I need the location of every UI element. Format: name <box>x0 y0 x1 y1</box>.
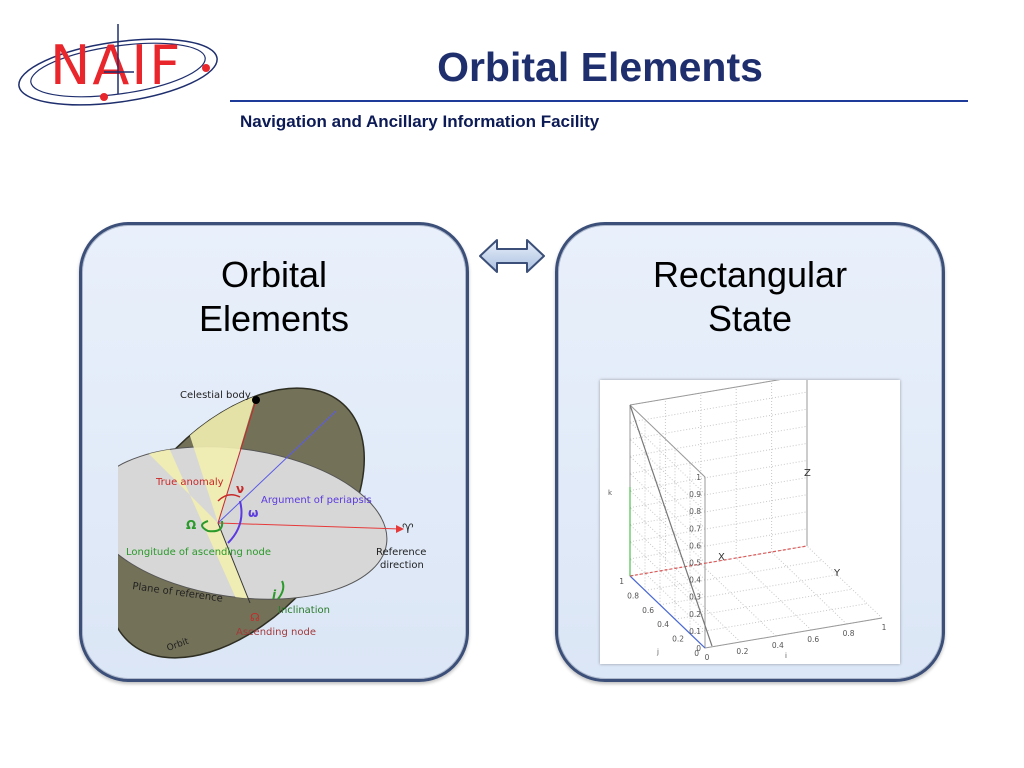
header-rule <box>230 100 968 102</box>
x-tick-label: 0.2 <box>672 635 684 644</box>
y-tick-label: 0.8 <box>843 629 855 638</box>
label-argument-periapsis: Argument of periapsis <box>261 495 372 506</box>
label-omega-big: Ω <box>186 518 196 532</box>
label-reference-2: direction <box>380 560 424 571</box>
grid-line <box>700 563 777 637</box>
grid-line <box>629 541 706 615</box>
grid-line <box>644 559 823 591</box>
grid-line <box>771 551 847 625</box>
z-tick-label: 0.7 <box>689 524 701 533</box>
x-tick-label: 0 <box>694 649 699 658</box>
y-tick-label: 0.6 <box>807 635 819 644</box>
grid-line <box>735 557 812 631</box>
reference-plane <box>118 446 388 600</box>
axis-edge <box>629 404 706 478</box>
z-axis-label: k <box>608 489 613 497</box>
page-title: Orbital Elements <box>437 44 763 90</box>
z-tick-label: 1 <box>696 473 701 482</box>
logo-text: NAIF <box>50 34 182 97</box>
label-inclination-symbol: i <box>272 588 277 602</box>
label-celestial-body: Celestial body <box>180 390 251 401</box>
z-tick-label: 0.5 <box>689 559 701 568</box>
grid-line <box>629 507 706 580</box>
z-tick-label: 0.4 <box>689 576 701 585</box>
grid-line <box>629 558 706 632</box>
label-omega-small: ω <box>248 506 258 520</box>
state-vector-line <box>629 404 713 647</box>
z-tick-label: 0.9 <box>689 490 701 499</box>
orbital-elements-heading: Orbital Elements <box>82 253 466 341</box>
label-ascending-node-symbol: ☊ <box>250 611 260 624</box>
label-aries: ♈ <box>402 522 414 537</box>
double-arrow-icon <box>479 239 545 273</box>
z-tick-label: 0.3 <box>689 593 701 602</box>
label-longitude-ascending-node: Longitude of ascending node <box>126 547 271 558</box>
label-x: X <box>718 552 725 563</box>
rectangular-state-heading: Rectangular State <box>558 253 942 341</box>
grid-line <box>629 473 706 546</box>
page-subtitle: Navigation and Ancillary Information Fac… <box>240 112 600 131</box>
z-tick-label: 0.1 <box>689 627 701 636</box>
x-tick-label: 0.6 <box>642 606 654 615</box>
label-true-anomaly: True anomaly <box>155 477 224 488</box>
y-axis-label: i <box>785 652 787 660</box>
axis-edge <box>629 380 781 406</box>
label-reference-1: Reference <box>376 547 426 558</box>
y-tick-label: 1 <box>882 623 887 632</box>
label-nu: ν <box>236 482 244 496</box>
z-tick-label: 0.2 <box>689 610 701 619</box>
label-y: Y <box>833 568 841 579</box>
grid-line <box>629 438 706 512</box>
axis-edge <box>704 617 883 649</box>
plot-3d-axes: 10.90.80.70.60.50.40.30.20.1010.80.60.40… <box>608 380 887 662</box>
y-tick-label: 0.4 <box>772 641 784 650</box>
label-inclination: Inclination <box>278 605 330 616</box>
naif-logo-icon: NAIF <box>18 24 218 106</box>
grid-line <box>629 408 808 440</box>
grid-line <box>665 569 741 643</box>
label-ascending-node: Ascending node <box>236 627 316 638</box>
grid-line <box>806 545 883 619</box>
heading-line: Rectangular <box>652 254 848 295</box>
grid-line <box>629 391 808 423</box>
grid-line <box>629 455 706 529</box>
z-tick-label: 0.6 <box>689 541 701 550</box>
grid-line <box>629 524 706 598</box>
y-tick-label: 0.2 <box>736 647 748 656</box>
grid-line <box>629 380 781 406</box>
heading-line: State <box>707 298 793 339</box>
x-tick-label: 0.8 <box>627 591 639 600</box>
z-tick-label: 0.8 <box>689 507 701 516</box>
z-tick-label: 0 <box>696 644 701 653</box>
orbital-elements-figure: Celestial body True anomaly ν Argument o… <box>118 383 426 659</box>
celestial-body-dot <box>252 396 260 404</box>
grid-line <box>629 421 706 495</box>
heading-line: Elements <box>198 298 350 339</box>
x-component-line <box>629 575 706 649</box>
label-z: Z <box>804 468 811 479</box>
grid-line <box>659 574 838 606</box>
y-tick-label: 0 <box>705 653 710 662</box>
x-tick-label: 1 <box>619 577 624 586</box>
grid-line <box>629 490 706 563</box>
x-tick-label: 0.4 <box>657 620 669 629</box>
heading-line: Orbital <box>220 254 328 295</box>
x-axis-label: j <box>656 648 659 656</box>
